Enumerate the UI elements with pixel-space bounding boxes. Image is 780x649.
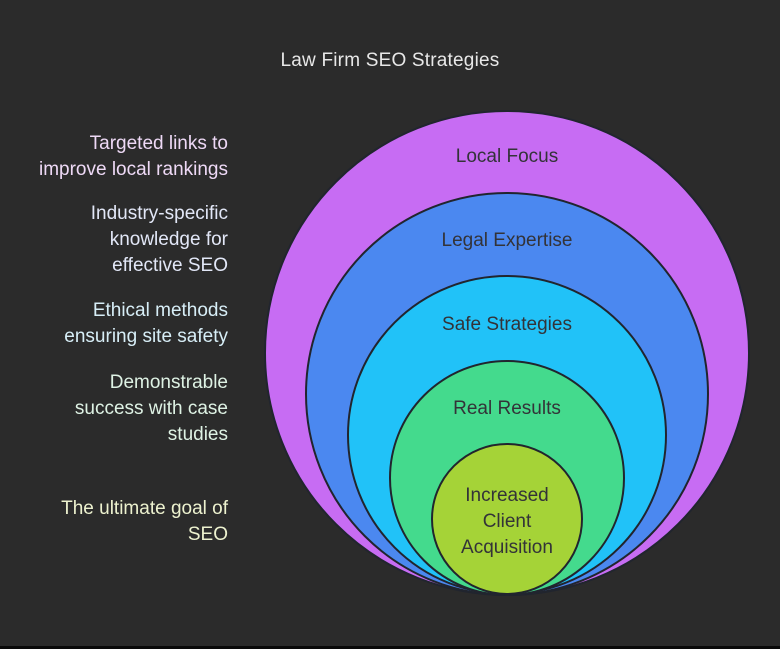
- ring-label-safe-strategies: Safe Strategies: [442, 314, 572, 335]
- bottom-border: [0, 646, 780, 649]
- ring-label-increased-client-acquisition: Increased Client Acquisition: [461, 485, 553, 558]
- ring-label-real-results: Real Results: [453, 398, 561, 419]
- diagram-title: Law Firm SEO Strategies: [280, 50, 500, 71]
- ring-label-local-focus: Local Focus: [455, 146, 559, 167]
- ring-increased-client-acquisition: [431, 443, 583, 595]
- ring-label-legal-expertise: Legal Expertise: [441, 230, 573, 251]
- note-safe-strategies: Ethical methods ensuring site safety: [64, 300, 228, 347]
- note-real-results: Demonstrable success with case studies: [74, 372, 228, 445]
- note-increased-client-acquisition: The ultimate goal of SEO: [61, 498, 228, 545]
- note-local-focus: Targeted links to improve local rankings: [38, 133, 228, 180]
- note-legal-expertise: Industry-specific knowledge for effectiv…: [90, 203, 228, 276]
